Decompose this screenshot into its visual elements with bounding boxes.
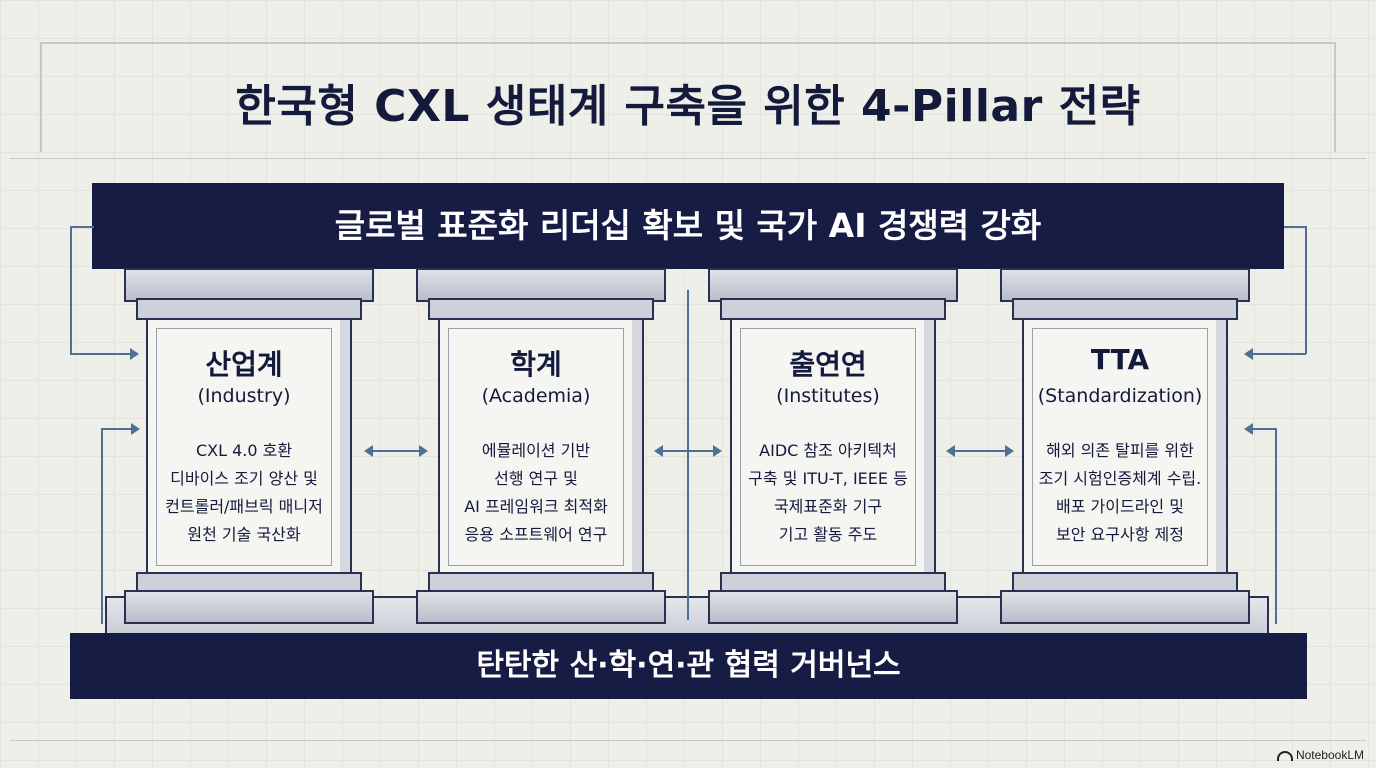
right-feedback-top	[1284, 226, 1306, 228]
pillar-institutes: 출연연 (Institutes) AIDC 참조 아키텍처 구축 및 ITU-T…	[708, 268, 958, 624]
pillar-capital	[416, 268, 666, 302]
top-banner: 글로벌 표준화 리더십 확보 및 국가 AI 경쟁력 강화	[92, 183, 1284, 269]
pillar-title: 학계	[510, 348, 562, 381]
bidirectional-arrow-institutes-tta	[946, 445, 1014, 457]
arrow-head-left-icon	[1244, 423, 1253, 435]
pillar-shaft: 출연연 (Institutes) AIDC 참조 아키텍처 구축 및 ITU-T…	[730, 318, 936, 576]
right-feedback-arrow-line	[1252, 353, 1306, 355]
frame-mid-line	[10, 158, 1366, 159]
notebooklm-logo-icon	[1276, 750, 1293, 761]
right-base-arrow-line	[1252, 428, 1276, 430]
center-connector-line	[687, 290, 689, 620]
pillar-subtitle: (Industry)	[197, 385, 291, 407]
watermark-label: NotebookLM	[1295, 748, 1364, 762]
pillar-tta: TTA (Standardization) 해외 의존 탈피를 위한 조기 시험…	[1000, 268, 1250, 624]
arrow-head-right-icon	[130, 348, 139, 360]
right-base-vertical	[1275, 428, 1277, 624]
pillar-capital	[708, 268, 958, 302]
frame-right-line	[1334, 42, 1336, 152]
left-base-vertical	[101, 428, 103, 624]
pillar-subtitle: (Academia)	[481, 385, 591, 407]
bidirectional-arrow-industry-academia	[364, 445, 428, 457]
pillar-shaft: TTA (Standardization) 해외 의존 탈피를 위한 조기 시험…	[1022, 318, 1228, 576]
pillar-capital-step	[1012, 298, 1238, 320]
pillar-panel: 출연연 (Institutes) AIDC 참조 아키텍처 구축 및 ITU-T…	[740, 328, 916, 566]
pillar-description: 에뮬레이션 기반 선행 연구 및 AI 프레임워크 최적화 응용 소프트웨어 연…	[464, 441, 608, 544]
frame-left-line	[40, 42, 42, 152]
pillar-shaft: 산업계 (Industry) CXL 4.0 호환 디바이스 조기 양산 및 컨…	[146, 318, 352, 576]
bottom-banner: 탄탄한 산·학·연·관 협력 거버넌스	[70, 633, 1307, 699]
pillar-subtitle: (Standardization)	[1037, 385, 1203, 407]
pillar-industry: 산업계 (Industry) CXL 4.0 호환 디바이스 조기 양산 및 컨…	[124, 268, 374, 624]
pillar-base	[1000, 590, 1250, 624]
pillar-base	[708, 590, 958, 624]
pillar-base	[416, 590, 666, 624]
left-feedback-arrow-line	[70, 353, 130, 355]
pillar-subtitle: (Institutes)	[776, 385, 880, 407]
pillar-academia: 학계 (Academia) 에뮬레이션 기반 선행 연구 및 AI 프레임워크 …	[416, 268, 666, 624]
pillar-title: 출연연	[789, 348, 867, 381]
pillar-capital-step	[428, 298, 654, 320]
left-feedback-top	[70, 226, 94, 228]
pillar-capital-step	[720, 298, 946, 320]
left-base-arrow-line	[101, 428, 131, 430]
pillar-capital	[1000, 268, 1250, 302]
right-feedback-vertical	[1305, 226, 1307, 354]
frame-top-line	[40, 42, 1336, 44]
page-title: 한국형 CXL 생태계 구축을 위한 4-Pillar 전략	[235, 81, 1141, 132]
pillar-capital-step	[136, 298, 362, 320]
pillar-panel: TTA (Standardization) 해외 의존 탈피를 위한 조기 시험…	[1032, 328, 1208, 566]
arrow-head-right-icon	[131, 423, 140, 435]
pillar-title: 산업계	[205, 348, 283, 381]
pillar-description: CXL 4.0 호환 디바이스 조기 양산 및 컨트롤러/패브릭 매니저 원천 …	[165, 441, 323, 544]
pillar-panel: 학계 (Academia) 에뮬레이션 기반 선행 연구 및 AI 프레임워크 …	[448, 328, 624, 566]
pillar-base	[124, 590, 374, 624]
pillar-title: TTA	[1090, 343, 1150, 376]
pillar-shaft: 학계 (Academia) 에뮬레이션 기반 선행 연구 및 AI 프레임워크 …	[438, 318, 644, 576]
left-feedback-vertical	[70, 226, 72, 354]
pillar-capital	[124, 268, 374, 302]
arrow-head-left-icon	[1244, 348, 1253, 360]
notebooklm-watermark: NotebookLM	[1276, 748, 1364, 762]
pillar-description: 해외 의존 탈피를 위한 조기 시험인증체계 수립. 배포 가이드라인 및 보안…	[1038, 441, 1202, 544]
frame-bottom-line	[10, 740, 1366, 741]
pillar-panel: 산업계 (Industry) CXL 4.0 호환 디바이스 조기 양산 및 컨…	[156, 328, 332, 566]
pillar-description: AIDC 참조 아키텍처 구축 및 ITU-T, IEEE 등 국제표준화 기구…	[748, 441, 908, 544]
